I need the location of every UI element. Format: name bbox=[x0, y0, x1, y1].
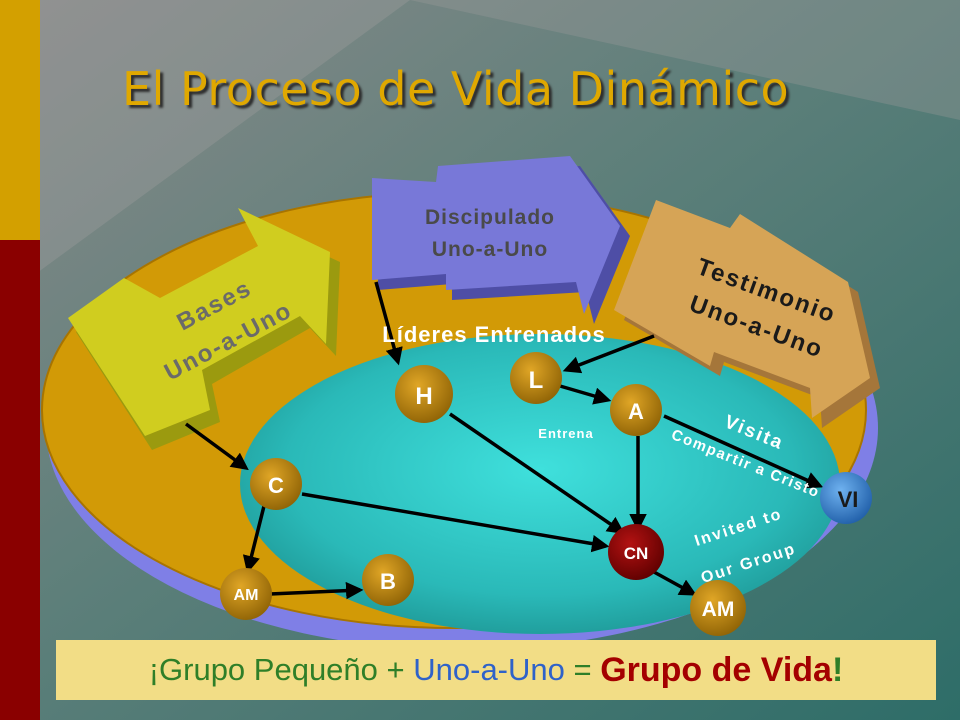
edge-cn-am bbox=[653, 570, 698, 596]
node-cn-label: CN bbox=[624, 544, 649, 563]
edge-discipulado-h bbox=[374, 281, 403, 366]
edge-h-cn bbox=[449, 412, 625, 534]
node-vi: VI bbox=[820, 472, 872, 524]
summary-banner: ¡Grupo Pequeño + Uno-a-Uno = Grupo de Vi… bbox=[56, 640, 936, 700]
left-bar-gold bbox=[0, 0, 40, 240]
edge-testimonio-l bbox=[562, 334, 655, 374]
connectors bbox=[184, 281, 824, 600]
banner-exclamation: ! bbox=[831, 650, 844, 689]
node-vi-label: VI bbox=[838, 487, 859, 512]
left-bar-red bbox=[0, 240, 40, 720]
edge-c-cn bbox=[301, 492, 610, 553]
node-h: H bbox=[395, 365, 453, 423]
edge-bases-c bbox=[184, 422, 249, 471]
banner-equals: = bbox=[564, 652, 601, 687]
node-l-label: L bbox=[529, 367, 544, 394]
arrow-discipulado: Discipulado Uno-a-Uno bbox=[372, 156, 630, 324]
node-b: B bbox=[362, 554, 414, 606]
node-c-label: C bbox=[268, 473, 284, 498]
node-cn: CN bbox=[608, 524, 664, 580]
arrow-discipulado-line1: Discipulado bbox=[425, 206, 555, 229]
background-light-band bbox=[410, 0, 960, 120]
node-am-left-label: AM bbox=[234, 587, 259, 604]
background-light-band-left bbox=[0, 0, 410, 300]
node-l: L bbox=[510, 352, 562, 404]
node-am-right: AM bbox=[690, 580, 746, 636]
arrow-testimonio: Testimonio Uno-a-Uno bbox=[614, 200, 880, 428]
node-a-label: A bbox=[628, 399, 644, 424]
node-c: C bbox=[250, 458, 302, 510]
banner-plus: + bbox=[377, 652, 414, 687]
edge-am-b bbox=[269, 581, 364, 600]
node-am-left: AM bbox=[220, 568, 272, 620]
page-title: El Proceso de Vida Dinámico bbox=[122, 62, 790, 116]
label-entrena: Entrena bbox=[538, 426, 593, 441]
banner-uno-a-uno: Uno-a-Uno bbox=[413, 652, 565, 687]
node-h-label: H bbox=[415, 383, 432, 410]
edge-c-am bbox=[242, 505, 266, 574]
arrow-discipulado-line2: Uno-a-Uno bbox=[432, 238, 548, 261]
edge-a-vi bbox=[663, 414, 824, 489]
banner-grupo-pequeno: ¡Grupo Pequeño bbox=[148, 652, 378, 687]
arrow-bases: Bases Uno-a-Uno bbox=[68, 208, 340, 450]
node-a: A bbox=[610, 384, 662, 436]
edge-l-a bbox=[559, 384, 612, 405]
node-b-label: B bbox=[380, 569, 396, 594]
label-lideres-entrenados: Líderes Entrenados bbox=[382, 322, 605, 347]
node-am-right-label: AM bbox=[702, 598, 735, 621]
banner-grupo-de-vida: Grupo de Vida bbox=[600, 650, 832, 689]
